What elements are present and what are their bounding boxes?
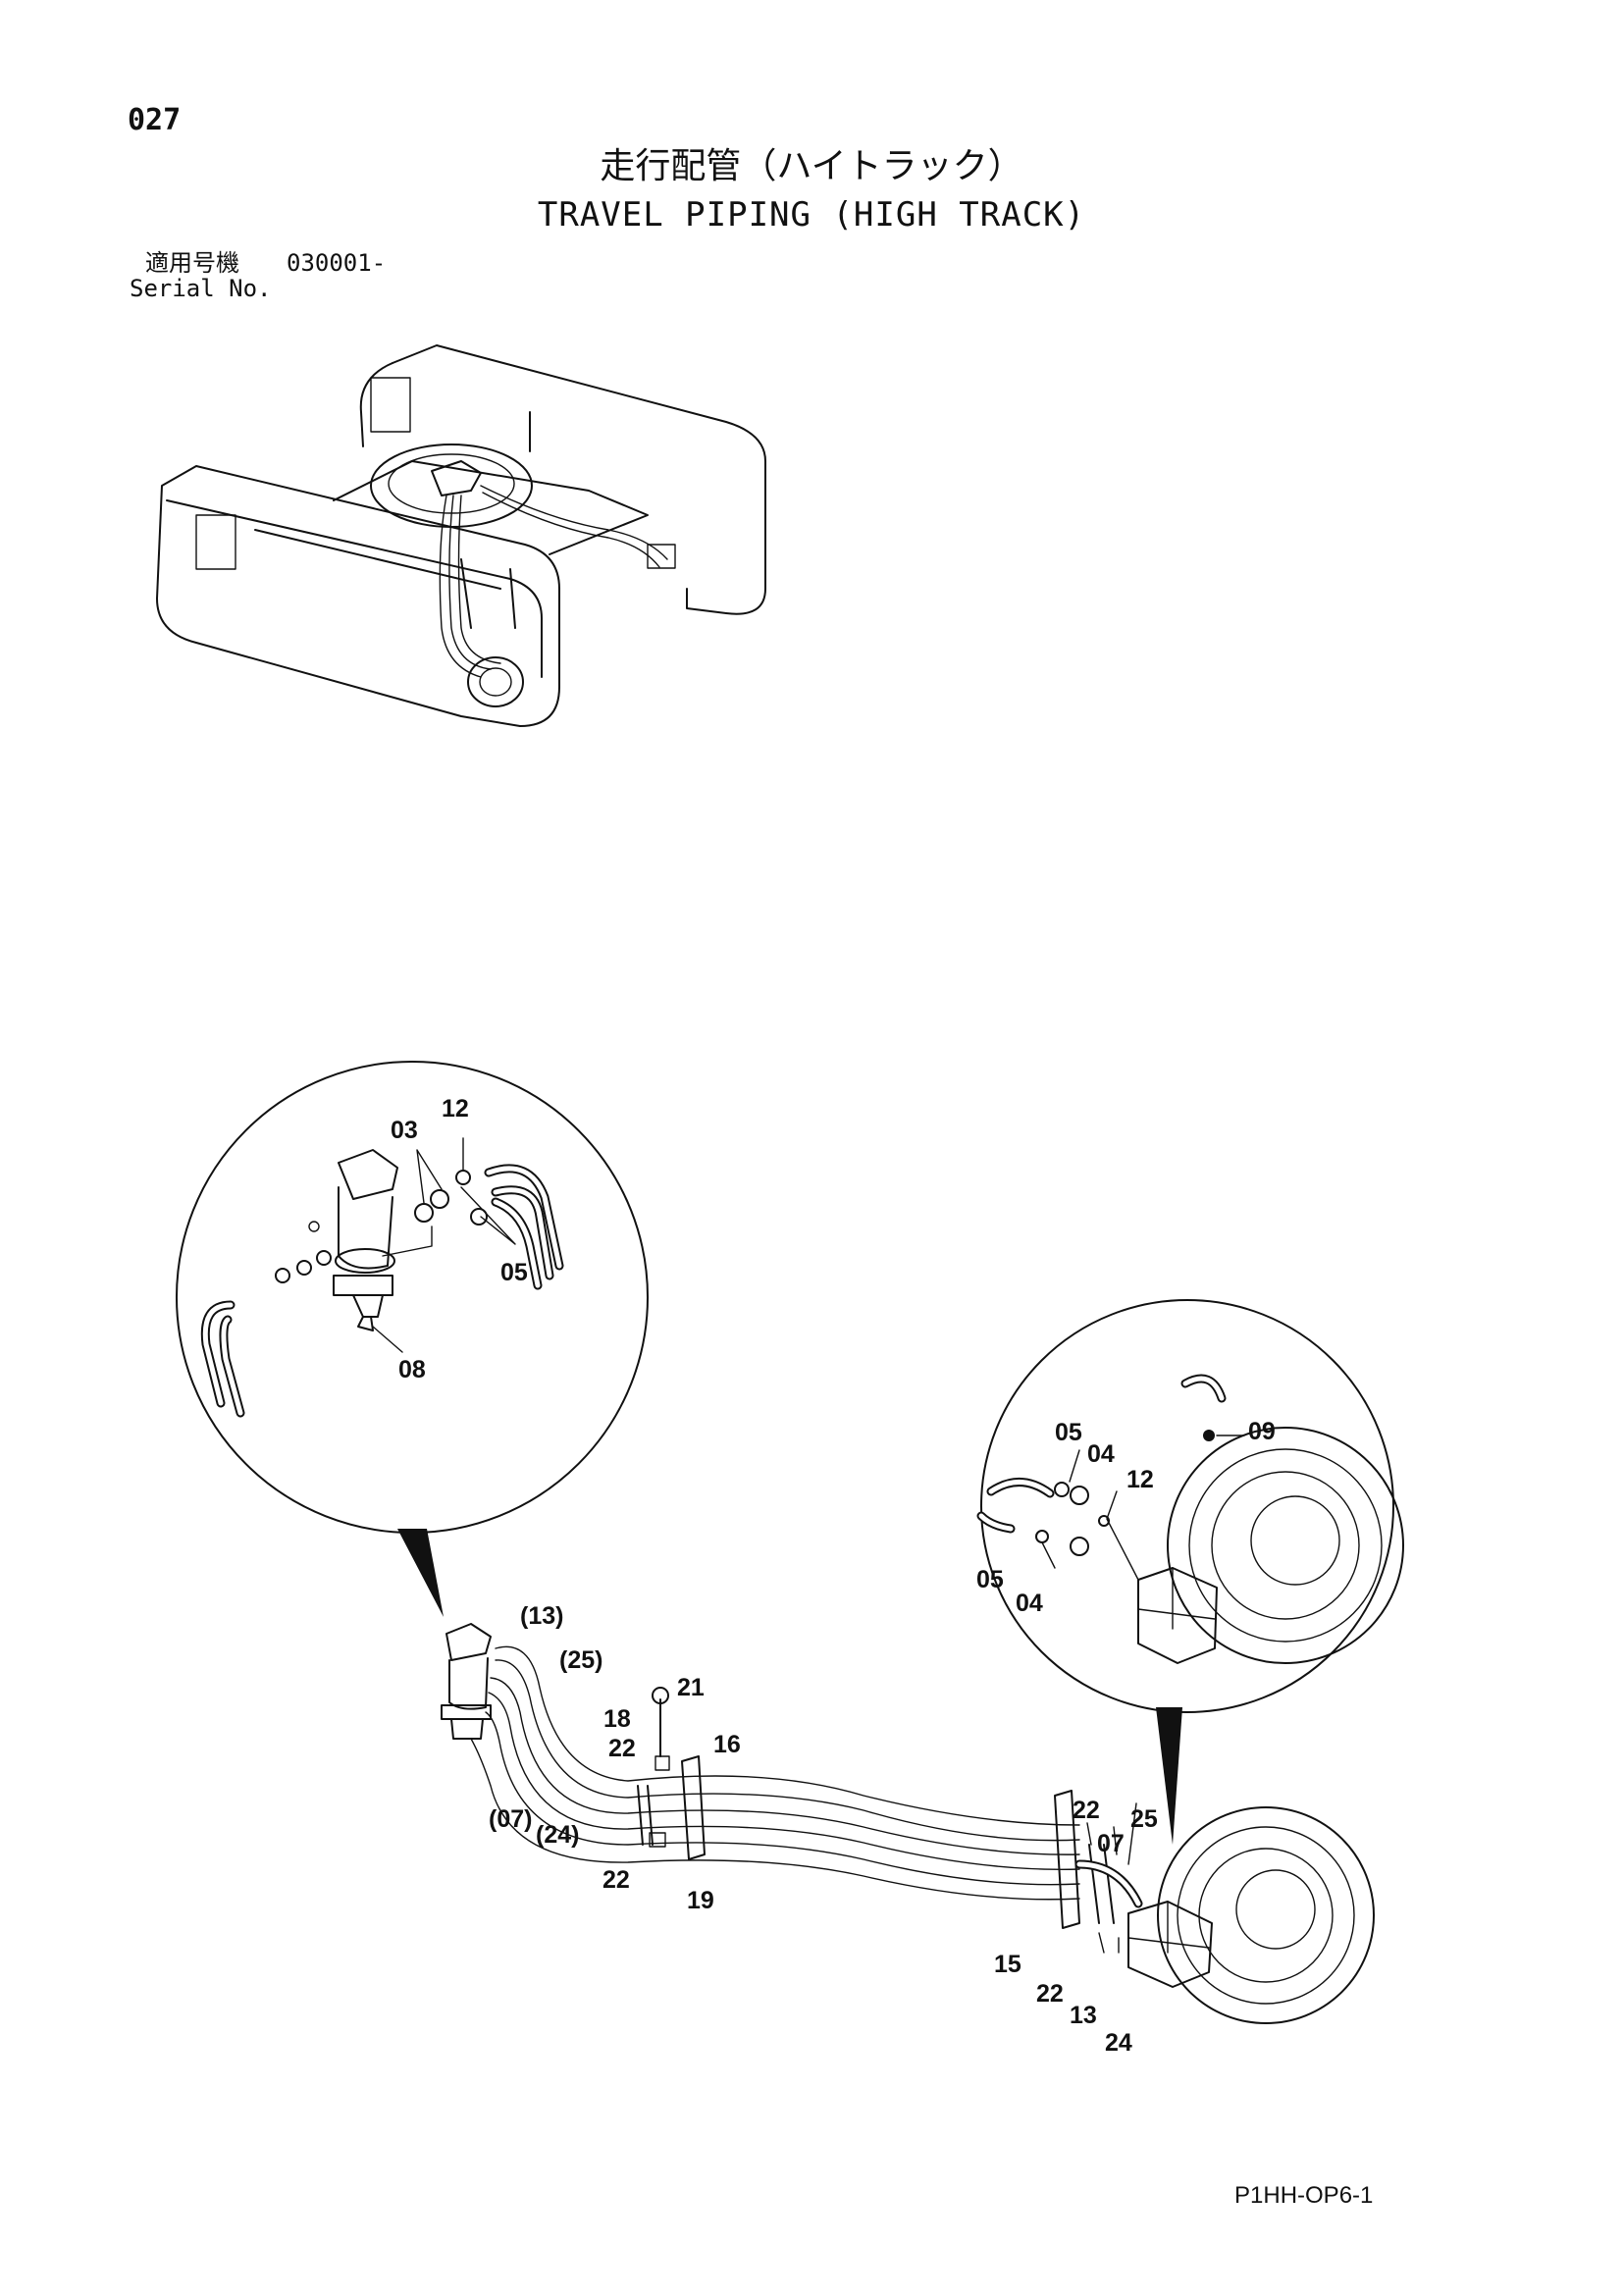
callout-09: 09 <box>1248 1418 1276 1445</box>
page-number: 027 <box>128 103 182 137</box>
callout-05-right-upper: 05 <box>1055 1419 1082 1446</box>
callout-13: 13 <box>1070 2002 1097 2029</box>
callout-22-lower-left: 22 <box>602 1866 630 1894</box>
serial-label-japanese: 適用号機 <box>145 249 239 277</box>
callout-12-left: 12 <box>442 1095 469 1122</box>
callout-25: 25 <box>1130 1805 1158 1833</box>
callout-13-paren: (13) <box>520 1602 563 1630</box>
callout-25-paren: (25) <box>559 1646 602 1674</box>
drawing-code: P1HH-OP6-1 <box>1234 2182 1374 2209</box>
detail-circle-center-joint <box>176 1061 649 1617</box>
callout-16: 16 <box>713 1731 741 1758</box>
callout-07: 07 <box>1097 1830 1125 1857</box>
callout-12-right: 12 <box>1126 1466 1154 1493</box>
callout-24-paren: (24) <box>536 1821 579 1849</box>
serial-label-english: Serial No. <box>130 275 272 302</box>
serial-number-value: 030001- <box>287 249 387 277</box>
callout-21: 21 <box>677 1674 705 1701</box>
callout-19: 19 <box>687 1887 714 1914</box>
undercarriage-overview <box>156 344 766 727</box>
callout-05-right-lower: 05 <box>976 1566 1004 1593</box>
callout-22-upper-right: 22 <box>1073 1797 1100 1824</box>
callout-08: 08 <box>398 1356 426 1383</box>
callout-04-right-upper: 04 <box>1087 1440 1115 1468</box>
callout-03: 03 <box>391 1117 418 1144</box>
callout-07-paren: (07) <box>489 1805 532 1833</box>
page-title-japanese: 走行配管（ハイトラック） <box>600 146 1023 186</box>
detail-circle-travel-motor <box>976 1299 1404 1845</box>
callout-04-right-lower: 04 <box>1016 1590 1043 1617</box>
page-title-english: TRAVEL PIPING (HIGH TRACK) <box>537 195 1086 235</box>
callout-15: 15 <box>994 1951 1021 1978</box>
main-piping-assembly <box>441 1623 1375 2024</box>
callout-22-lower-right: 22 <box>1036 1980 1064 2008</box>
callout-22-upper-left: 22 <box>608 1735 636 1762</box>
callout-05-left: 05 <box>500 1259 528 1286</box>
callout-24: 24 <box>1105 2029 1132 2057</box>
callout-18: 18 <box>603 1705 631 1733</box>
